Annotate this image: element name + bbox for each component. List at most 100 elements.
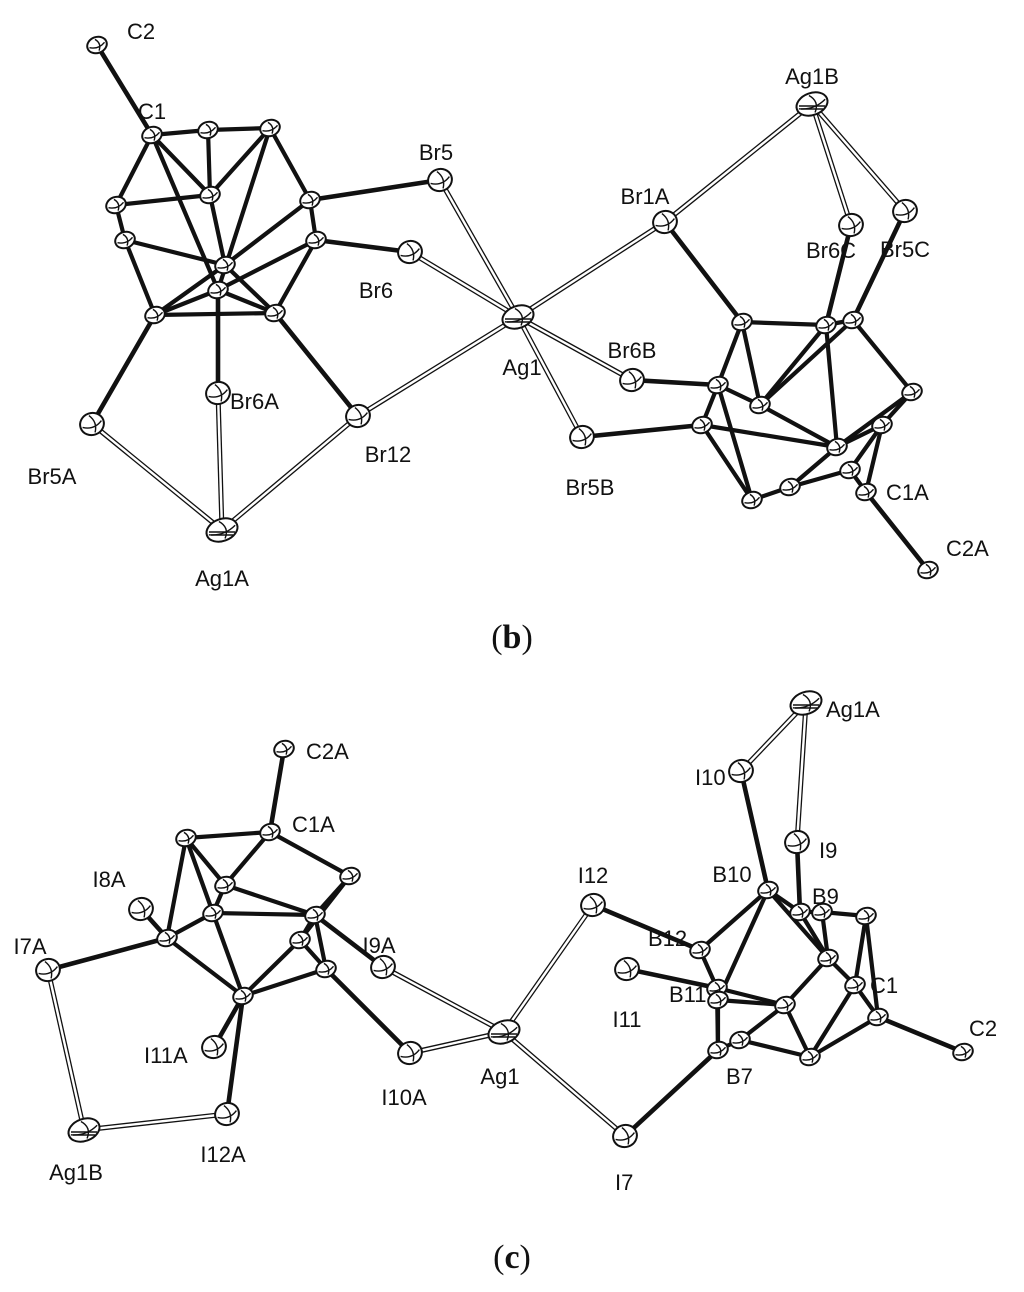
bond-c-r7-I12A bbox=[224, 993, 246, 1117]
bond-c-s2-C1 bbox=[863, 913, 881, 1020]
bond-c-s4-s6 bbox=[782, 955, 831, 1008]
panel-c-caption: (c) bbox=[493, 1239, 531, 1276]
bond-b-q8-q1 bbox=[739, 319, 763, 408]
label-c-Ag1: Ag1 bbox=[480, 1064, 519, 1089]
atom-c-s1 bbox=[811, 902, 833, 922]
bond-c-s7-s5 bbox=[807, 982, 858, 1060]
label-b-Br12: Br12 bbox=[365, 442, 411, 467]
atom-c-s8 bbox=[729, 1030, 751, 1050]
bond-c-B10-B12 bbox=[697, 887, 771, 953]
label-c-I12A: I12A bbox=[200, 1142, 246, 1167]
bond-b-Br1A-Ag1 bbox=[517, 220, 666, 319]
bond-b-q10-q4 bbox=[715, 382, 755, 503]
label-c-I11A: I11A bbox=[144, 1043, 188, 1068]
label-b-C2: C2 bbox=[127, 19, 155, 44]
label-b-Ag1: Ag1 bbox=[502, 355, 541, 380]
label-b-Ag1B: Ag1B bbox=[785, 64, 839, 89]
bond-c-r8-r5 bbox=[222, 882, 318, 918]
bond-c-I10-B10 bbox=[738, 768, 771, 893]
atom-b-q1 bbox=[731, 312, 753, 332]
atom-b-q4 bbox=[707, 375, 729, 395]
atom-b-Br5C bbox=[892, 198, 918, 224]
atom-c-I9 bbox=[784, 829, 810, 855]
label-b-C1: C1 bbox=[138, 99, 166, 124]
label-b-Br5C: Br5C bbox=[880, 237, 930, 262]
bond-c-I12-B12 bbox=[590, 902, 703, 953]
atom-b-q2 bbox=[815, 315, 837, 335]
label-c-B11: B11 bbox=[669, 982, 707, 1007]
atom-c-r5 bbox=[304, 905, 326, 925]
atom-c-r2 bbox=[339, 866, 361, 886]
label-c-B9: B9 bbox=[812, 884, 839, 909]
bond-b-p7-p10 bbox=[222, 262, 278, 316]
atom-c-B7 bbox=[707, 1040, 729, 1060]
bond-b-q3-q8 bbox=[757, 317, 856, 408]
bond-b-C2-C1 bbox=[94, 42, 155, 138]
bond-c-I12A-Ag1B bbox=[83, 1112, 228, 1132]
bond-c-s6-s5 bbox=[782, 1002, 813, 1060]
atom-c-s2 bbox=[855, 906, 877, 926]
bond-c-r6-I10A bbox=[323, 966, 413, 1056]
atom-c-B9 bbox=[789, 902, 811, 922]
bond-b-p9-p10 bbox=[152, 310, 278, 318]
bond-c-r5-I9A bbox=[312, 912, 386, 970]
bond-b-q6-q10 bbox=[699, 422, 755, 503]
atom-b-C2A bbox=[917, 560, 939, 580]
bond-b-p6-p9 bbox=[122, 237, 158, 318]
label-c-Ag1B: Ag1B bbox=[49, 1160, 103, 1185]
label-c-I10: I10 bbox=[695, 765, 726, 790]
panel-b-caption: (b) bbox=[491, 619, 533, 656]
bond-b-Br5C-Ag1B bbox=[811, 103, 906, 212]
bond-c-I7-B7 bbox=[622, 1047, 721, 1139]
bond-c-I11-B11 bbox=[624, 966, 720, 991]
bond-c-I9A-Ag1 bbox=[382, 965, 505, 1034]
atom-b-q8 bbox=[749, 395, 771, 415]
atom-c-I11A bbox=[201, 1034, 227, 1060]
bond-c-r6-r7 bbox=[240, 966, 329, 999]
bond-b-q1-q4 bbox=[715, 319, 745, 388]
atom-c-I12A bbox=[214, 1101, 240, 1127]
bond-c-I12-Ag1 bbox=[503, 904, 594, 1033]
label-b-Br6C: Br6C bbox=[806, 238, 856, 263]
label-c-C1: C1 bbox=[870, 973, 898, 998]
bond-c-r1-r3 bbox=[164, 835, 189, 941]
bond-b-Br12-Ag1 bbox=[357, 315, 519, 418]
atom-c-I12 bbox=[580, 892, 606, 918]
atom-b-C1 bbox=[141, 125, 163, 145]
label-c-I12: I12 bbox=[578, 863, 609, 888]
atom-c-I7 bbox=[612, 1123, 638, 1149]
bond-b-p2-p4 bbox=[207, 125, 273, 198]
label-c-I7A: I7A bbox=[13, 934, 46, 959]
label-c-I7: I7 bbox=[615, 1170, 633, 1195]
atom-b-Br12 bbox=[345, 403, 371, 429]
atom-b-q5 bbox=[901, 382, 923, 402]
bond-c-s8-s5 bbox=[737, 1037, 813, 1060]
bond-c-I10-Ag1A bbox=[740, 702, 807, 772]
bond-b-Br6C-Ag1B bbox=[810, 103, 853, 226]
bond-c-s3-s6 bbox=[715, 997, 788, 1008]
bond-b-p5-Br5 bbox=[307, 177, 443, 203]
bond-b-p2-p5 bbox=[267, 125, 313, 203]
bond-c-r5-r6 bbox=[312, 912, 329, 972]
bond-b-q8-q2 bbox=[757, 322, 829, 408]
bond-b-p10-Br12 bbox=[272, 310, 361, 419]
bond-b-C1-p11 bbox=[149, 132, 221, 293]
bond-c-r2-r9 bbox=[297, 873, 353, 943]
label-c-C2A: C2A bbox=[306, 739, 349, 764]
bond-b-Br5-Ag1 bbox=[438, 179, 520, 318]
atom-c-s7 bbox=[844, 975, 866, 995]
label-b-Br6B: Br6B bbox=[608, 338, 657, 363]
bond-b-p4-p7 bbox=[207, 192, 228, 268]
bond-b-Br1A-q1 bbox=[662, 219, 745, 325]
bond-c-r4-r7 bbox=[210, 910, 246, 999]
atom-b-q9 bbox=[826, 437, 848, 457]
label-b-C1A: C1A bbox=[886, 480, 929, 505]
bond-b-Br5A-Ag1A bbox=[91, 423, 223, 531]
atom-c-s3 bbox=[707, 990, 729, 1010]
atom-b-Br5 bbox=[427, 167, 453, 193]
label-b-Br5B: Br5B bbox=[566, 475, 615, 500]
atom-b-p11 bbox=[207, 280, 229, 300]
atom-c-s6 bbox=[774, 995, 796, 1015]
atom-c-C2A bbox=[273, 739, 295, 759]
